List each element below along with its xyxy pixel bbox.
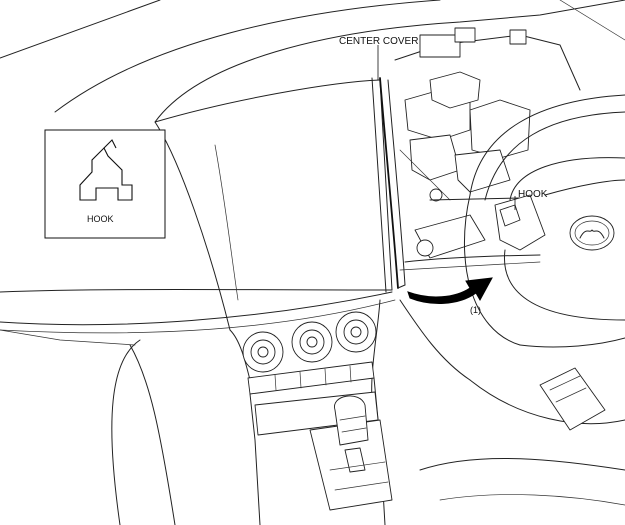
hook-inset-box: HOOK	[44, 129, 166, 239]
center-cover-part	[379, 77, 406, 289]
hook-inset-label: HOOK	[87, 214, 114, 224]
cluster-internals	[394, 27, 581, 271]
hook-icon	[79, 139, 133, 201]
vent-center	[291, 321, 333, 363]
center-cover-label: CENTER COVER	[339, 36, 418, 47]
step-number-label: (1)	[470, 305, 481, 315]
floor-lines	[0, 299, 625, 525]
vent-right	[335, 311, 377, 353]
hook-callout-label: HOOK	[518, 189, 548, 200]
shift-lever	[309, 395, 393, 511]
vent-left	[242, 331, 284, 373]
windshield-lines	[0, 0, 625, 123]
mazda-emblem-icon	[569, 215, 615, 251]
removal-arrow	[407, 277, 493, 304]
pedal	[539, 367, 606, 431]
